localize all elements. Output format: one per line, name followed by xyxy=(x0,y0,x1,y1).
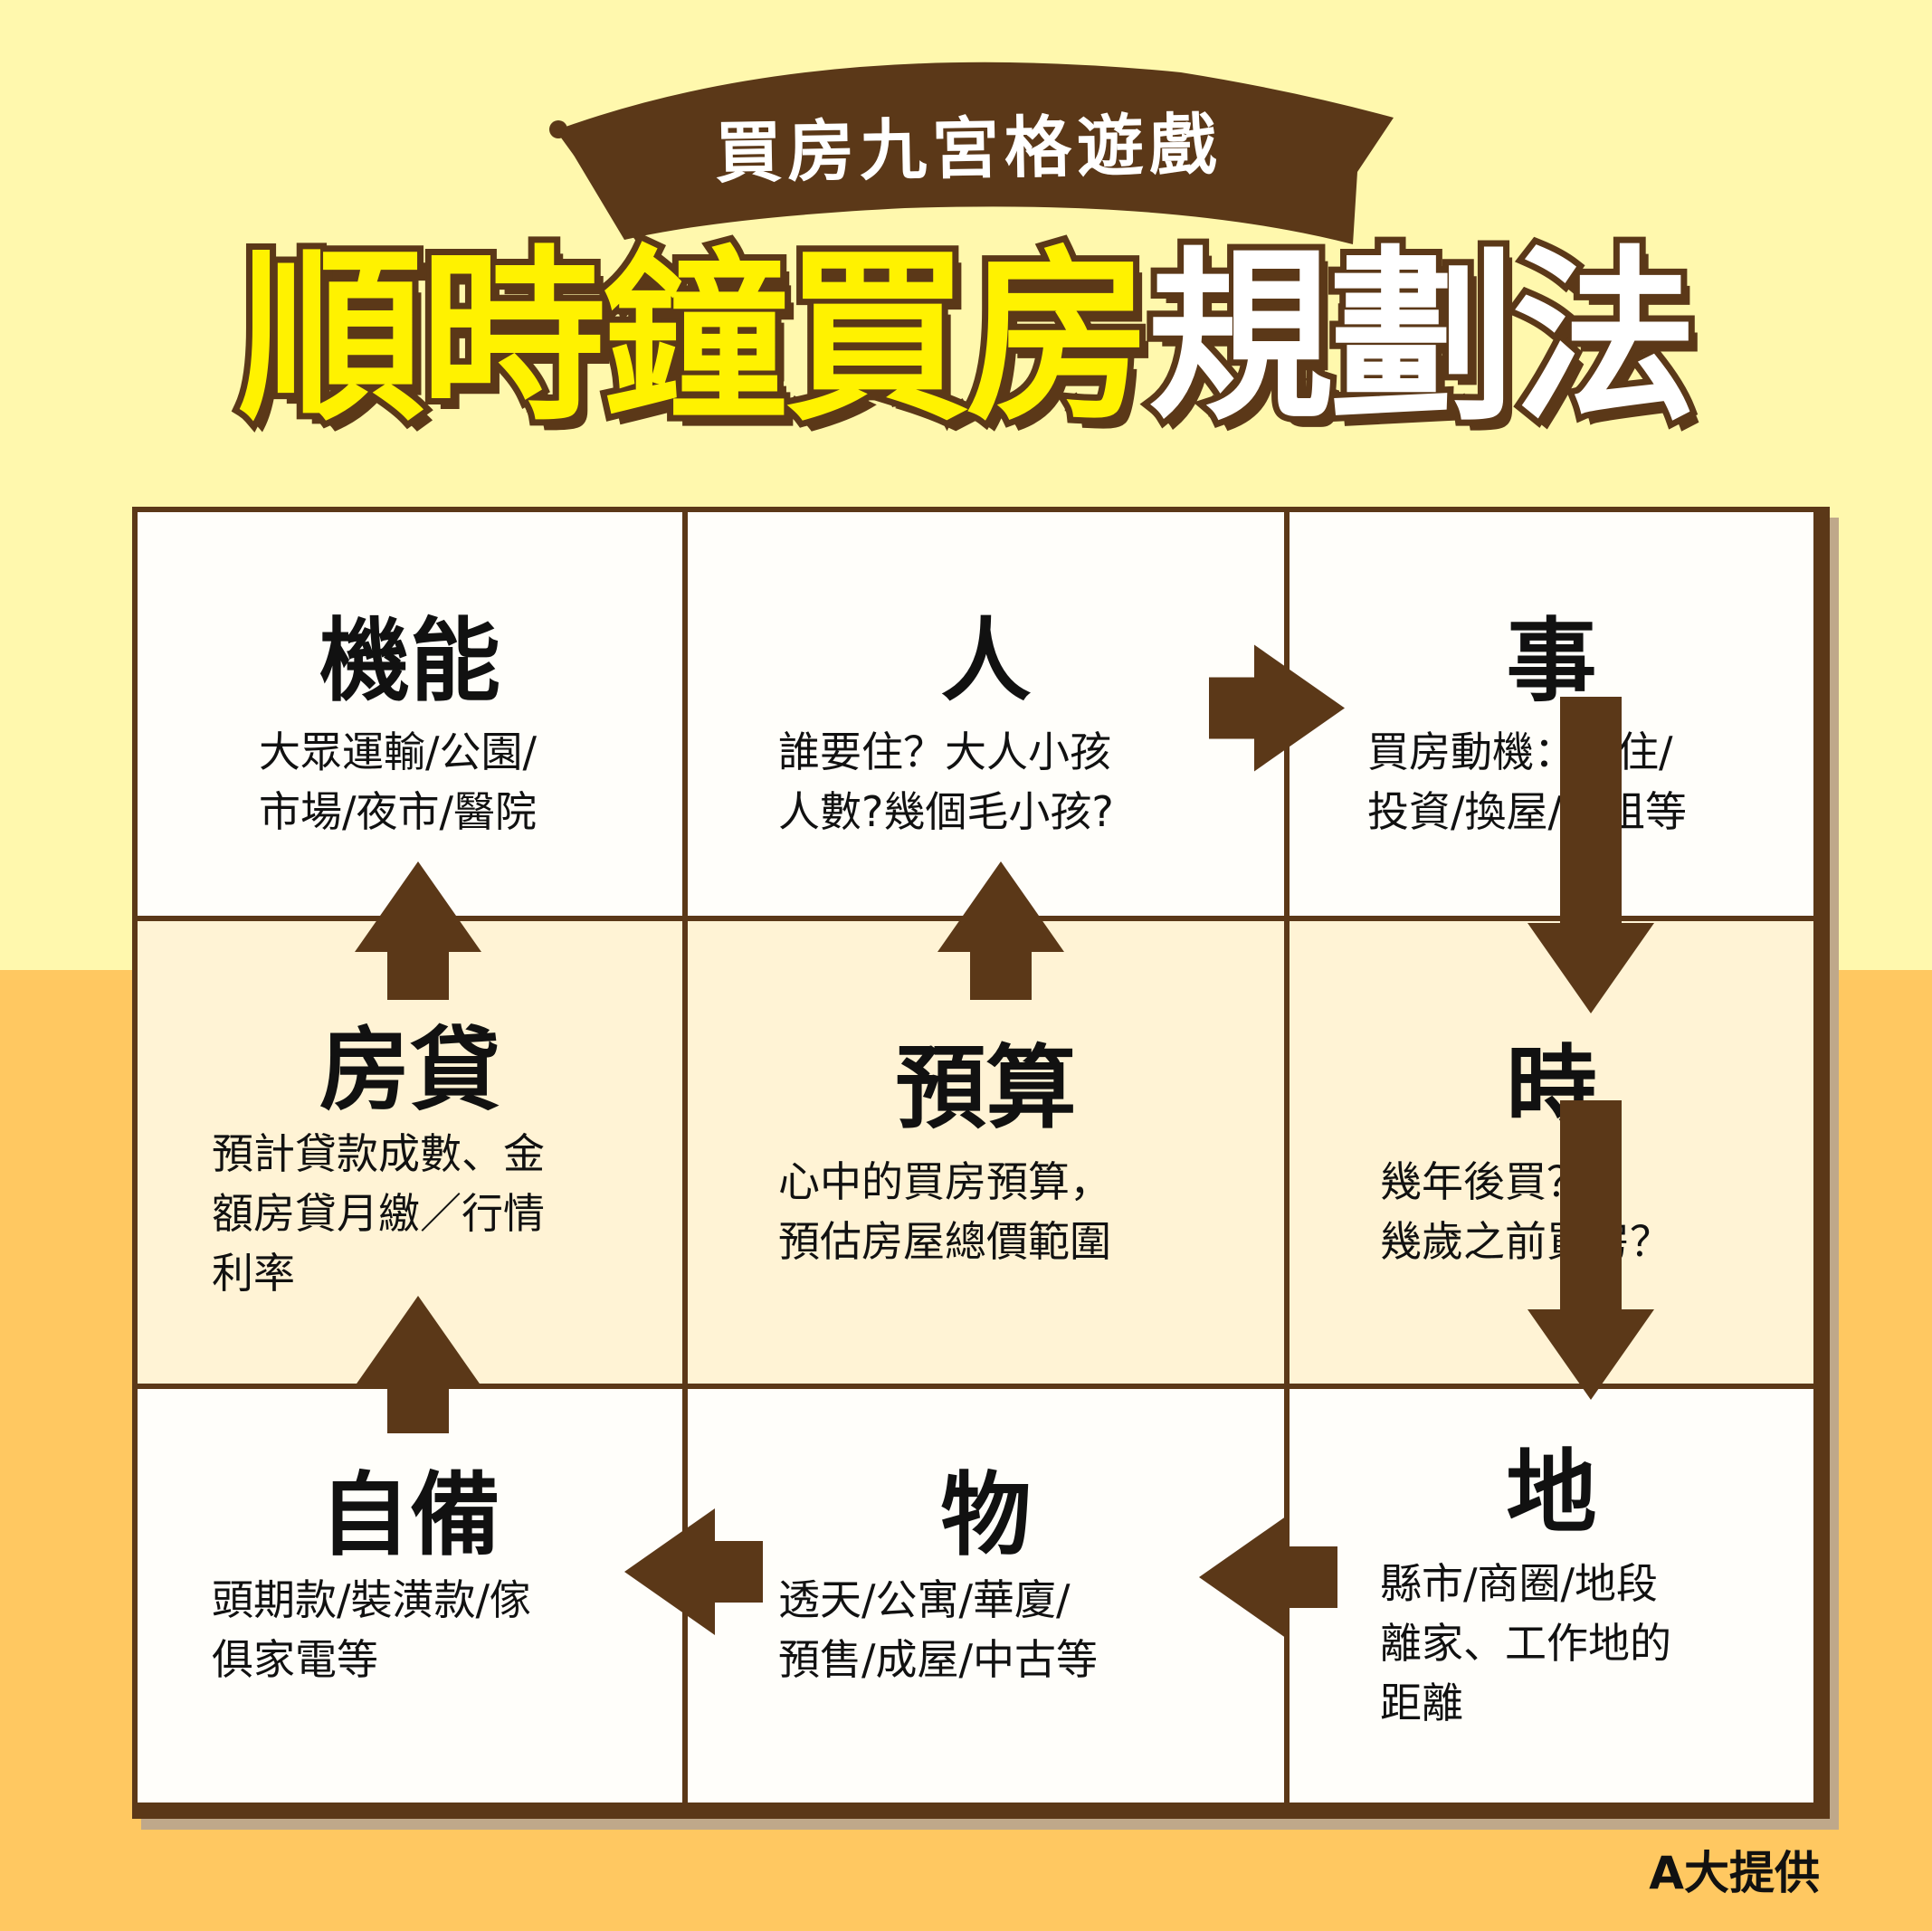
cell-function: 機能 大眾運輸/公園/ 市場/夜市/醫院 xyxy=(138,512,682,916)
cell-text: 透天/公寓/華廈/ 預售/成屋/中古等 xyxy=(778,1575,1098,1684)
cell-text: 大眾運輸/公園/ 市場/夜市/醫院 xyxy=(259,728,537,836)
title-rest: 規劃法 xyxy=(1142,231,1704,446)
cell-heading: 機能 xyxy=(319,608,500,714)
credit-label: A大提供 xyxy=(1649,1847,1820,1899)
cell-text: 預計貸款成數、金 額房貸月繳／行情 利率 xyxy=(212,1129,545,1298)
cell-people: 人 誰要住？大人小孩 人數?幾個毛小孩? xyxy=(688,512,1284,916)
cell-time: 時 幾年後買？ 幾歲之前買房？ xyxy=(1290,921,1813,1384)
cell-text: 誰要住？大人小孩 人數?幾個毛小孩? xyxy=(778,728,1114,836)
cell-heading: 物 xyxy=(940,1462,1032,1568)
cell-place: 地 縣市/商圈/地段 離家、工作地的 距離 xyxy=(1290,1389,1813,1803)
cell-heading: 時 xyxy=(1506,1035,1597,1141)
cell-heading: 房貸 xyxy=(319,1017,500,1123)
title-highlight: 順時鐘買房 xyxy=(233,231,1158,446)
cell-event: 事 買房動機：自住/ 投資/換屋/出租等 xyxy=(1290,512,1813,916)
cell-text: 心中的買房預算， 預估房屋總價範圍 xyxy=(778,1157,1111,1266)
cell-budget: 預算 心中的買房預算， 預估房屋總價範圍 xyxy=(688,921,1284,1384)
cell-text: 買房動機：自住/ 投資/換屋/出租等 xyxy=(1367,728,1687,836)
cell-text: 頭期款/裝潢款/傢 俱家電等 xyxy=(212,1575,531,1684)
banner-title: 買房九宮格遊戲 xyxy=(714,106,1223,193)
cell-text: 幾年後買？ 幾歲之前買房？ xyxy=(1380,1157,1671,1266)
cell-heading: 預算 xyxy=(895,1035,1077,1141)
cell-heading: 地 xyxy=(1506,1440,1597,1546)
cell-property: 物 透天/公寓/華廈/ 預售/成屋/中古等 xyxy=(688,1389,1284,1803)
cell-heading: 人 xyxy=(940,608,1032,714)
cell-heading: 事 xyxy=(1506,608,1597,714)
banner-ribbon xyxy=(549,62,1394,260)
cell-downpayment: 自備 頭期款/裝潢款/傢 俱家電等 xyxy=(138,1389,682,1803)
cell-mortgage: 房貸 預計貸款成數、金 額房貸月繳／行情 利率 xyxy=(138,921,682,1384)
cell-text: 縣市/商圈/地段 離家、工作地的 距離 xyxy=(1380,1559,1671,1727)
nine-grid: 機能 大眾運輸/公園/ 市場/夜市/醫院 人 誰要住？大人小孩 人數?幾個毛小孩… xyxy=(132,507,1830,1819)
cell-heading: 自備 xyxy=(319,1462,500,1568)
page-title: 順時鐘買房規劃法 xyxy=(0,240,1932,438)
